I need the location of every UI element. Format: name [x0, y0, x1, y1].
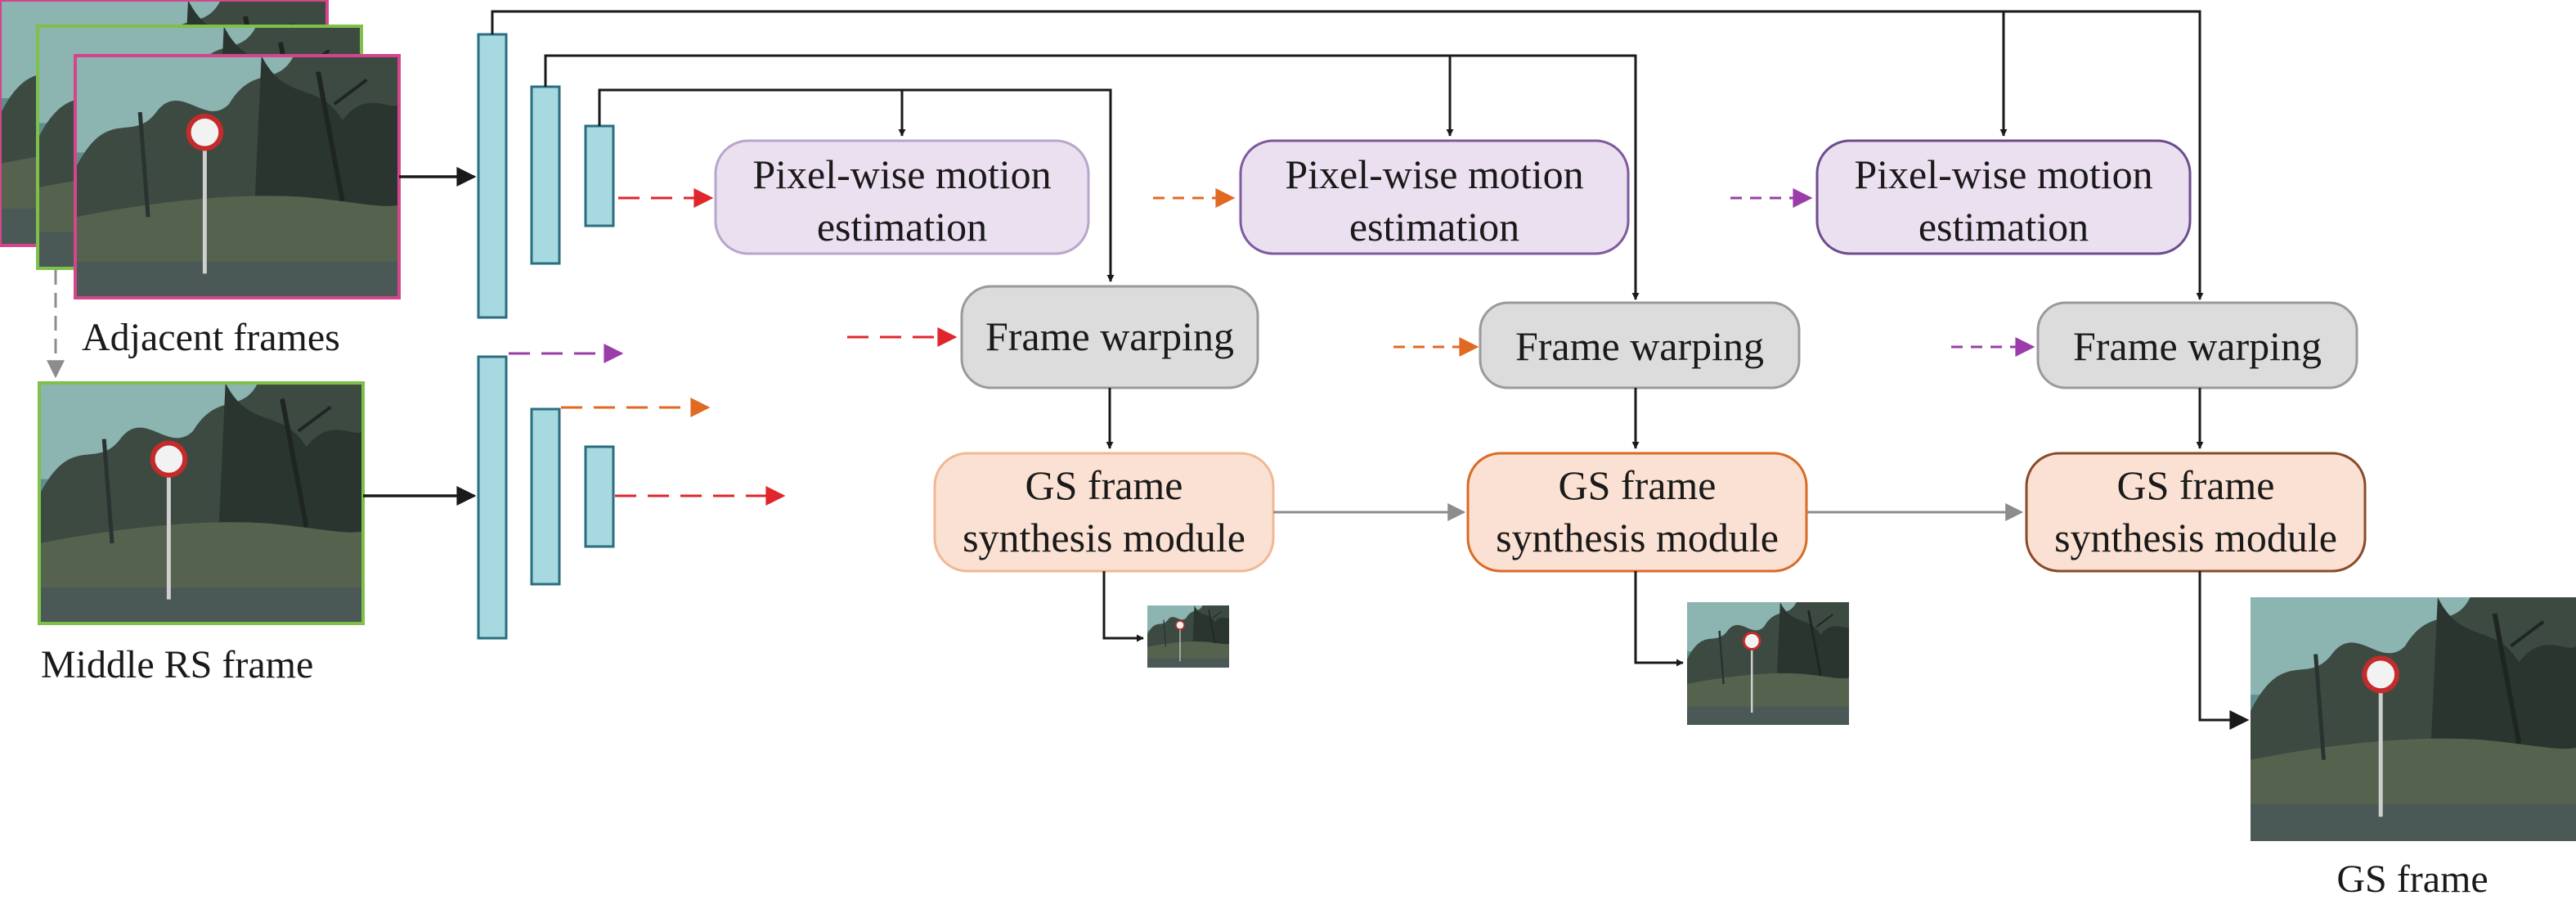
frame-warping-1-label: Frame warping	[985, 313, 1234, 359]
gs-output-image-3	[2251, 597, 2576, 841]
motion-estimation-2-line1: Pixel-wise motion	[1285, 151, 1583, 197]
encoder-top-level-1	[477, 33, 508, 319]
motion-estimation-box-2: Pixel-wise motion estimation	[1239, 139, 1630, 255]
connector-level2-to-stage2	[544, 54, 1640, 300]
adjacent-frames-label: Adjacent frames	[82, 316, 340, 359]
motion-estimation-3-line2: estimation	[1919, 204, 2089, 250]
arrow-synthesis3-to-output3	[2198, 571, 2250, 730]
frame-warping-3-label: Frame warping	[2073, 323, 2322, 369]
gs-synthesis-box-1: GS frame synthesis module	[933, 452, 1275, 573]
gs-frame-label: GS frame	[2336, 857, 2488, 901]
encoder-bottom	[477, 355, 615, 640]
gs-synthesis-1-line2: synthesis module	[963, 515, 1245, 560]
frame-warping-box-2: Frame warping	[1479, 301, 1801, 389]
motion-estimation-1-line2: estimation	[817, 204, 987, 250]
encoder-top-level-2	[530, 85, 561, 265]
gs-synthesis-box-2: GS frame synthesis module	[1466, 452, 1808, 573]
gs-output-image-2	[1687, 602, 1849, 725]
motion-estimation-1-line1: Pixel-wise motion	[752, 151, 1051, 197]
gs-synthesis-box-3: GS frame synthesis module	[2025, 452, 2367, 573]
frame-warping-box-3: Frame warping	[2036, 301, 2358, 389]
encoder-bottom-level-1	[477, 355, 508, 640]
encoder-bottom-level-3	[584, 445, 615, 548]
encoder-top-level-3	[584, 124, 615, 227]
frame-warping-2-label: Frame warping	[1515, 323, 1764, 369]
gs-synthesis-3-line1: GS frame	[2117, 462, 2275, 508]
encoder-top	[477, 33, 615, 319]
gs-synthesis-3-line2: synthesis module	[2054, 515, 2337, 560]
adjacent-frame-front	[74, 54, 401, 299]
middle-rs-frame-label: Middle RS frame	[41, 643, 313, 686]
gs-output-image-1	[1147, 605, 1229, 668]
motion-estimation-box-1: Pixel-wise motion estimation	[714, 139, 1090, 255]
gs-synthesis-2-line2: synthesis module	[1496, 515, 1779, 560]
arrow-synthesis2-to-output2	[1634, 571, 1684, 667]
arrow-synthesis1-to-output1	[1102, 571, 1144, 642]
connector-level1-to-stage3	[491, 10, 2204, 300]
connector-level3-to-stage1	[598, 88, 1115, 282]
motion-estimation-2-line2: estimation	[1349, 204, 1519, 250]
encoder-bottom-level-2	[530, 407, 561, 586]
motion-estimation-box-3: Pixel-wise motion estimation	[1815, 139, 2192, 255]
motion-estimation-3-line1: Pixel-wise motion	[1854, 151, 2152, 197]
adjacent-frames-stack	[0, 0, 401, 299]
gs-synthesis-2-line1: GS frame	[1559, 462, 1717, 508]
middle-rs-frame-image	[38, 381, 365, 625]
gs-synthesis-1-line1: GS frame	[1025, 462, 1183, 508]
frame-warping-box-1: Frame warping	[960, 285, 1259, 389]
